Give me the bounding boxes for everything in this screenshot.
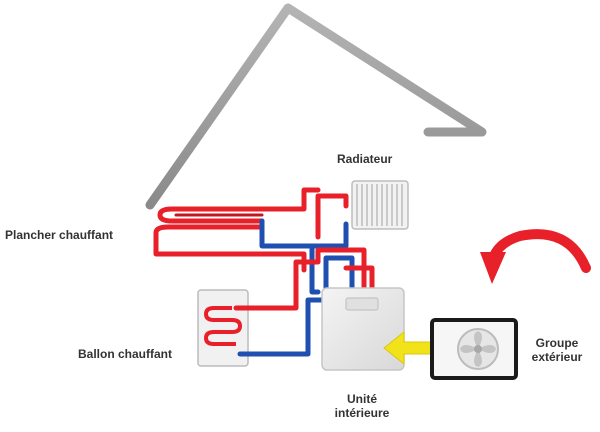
house-structure [138,3,487,383]
label-groupe-exterieur: Groupe extérieur [522,336,592,364]
label-unite-interieure: Unité intérieure [330,392,394,420]
radiator [351,180,409,230]
hot-pipe [233,247,367,311]
label-plancher-chauffant: Plancher chauffant [5,228,114,242]
cold-pipe [259,218,349,249]
hot-pipe [259,187,321,212]
label-ballon-chauffant: Ballon chauffant [78,347,173,361]
outdoor-unit [430,318,518,380]
hot-pipe [343,265,375,293]
label-unite-line1: Unité [347,392,377,406]
label-radiateur: Radiateur [337,152,393,166]
indoor-unit [321,287,405,371]
curved-arrow-icon [480,229,591,284]
label-unite-line2: intérieure [334,406,390,420]
pipe-network [153,187,375,357]
roof-line [145,3,487,210]
hot-pipe [315,193,349,240]
label-groupe-line2: extérieur [531,350,583,364]
underfloor-heating-coil [153,206,265,236]
fan-icon [460,331,496,367]
label-groupe-line1: Groupe [535,336,579,350]
